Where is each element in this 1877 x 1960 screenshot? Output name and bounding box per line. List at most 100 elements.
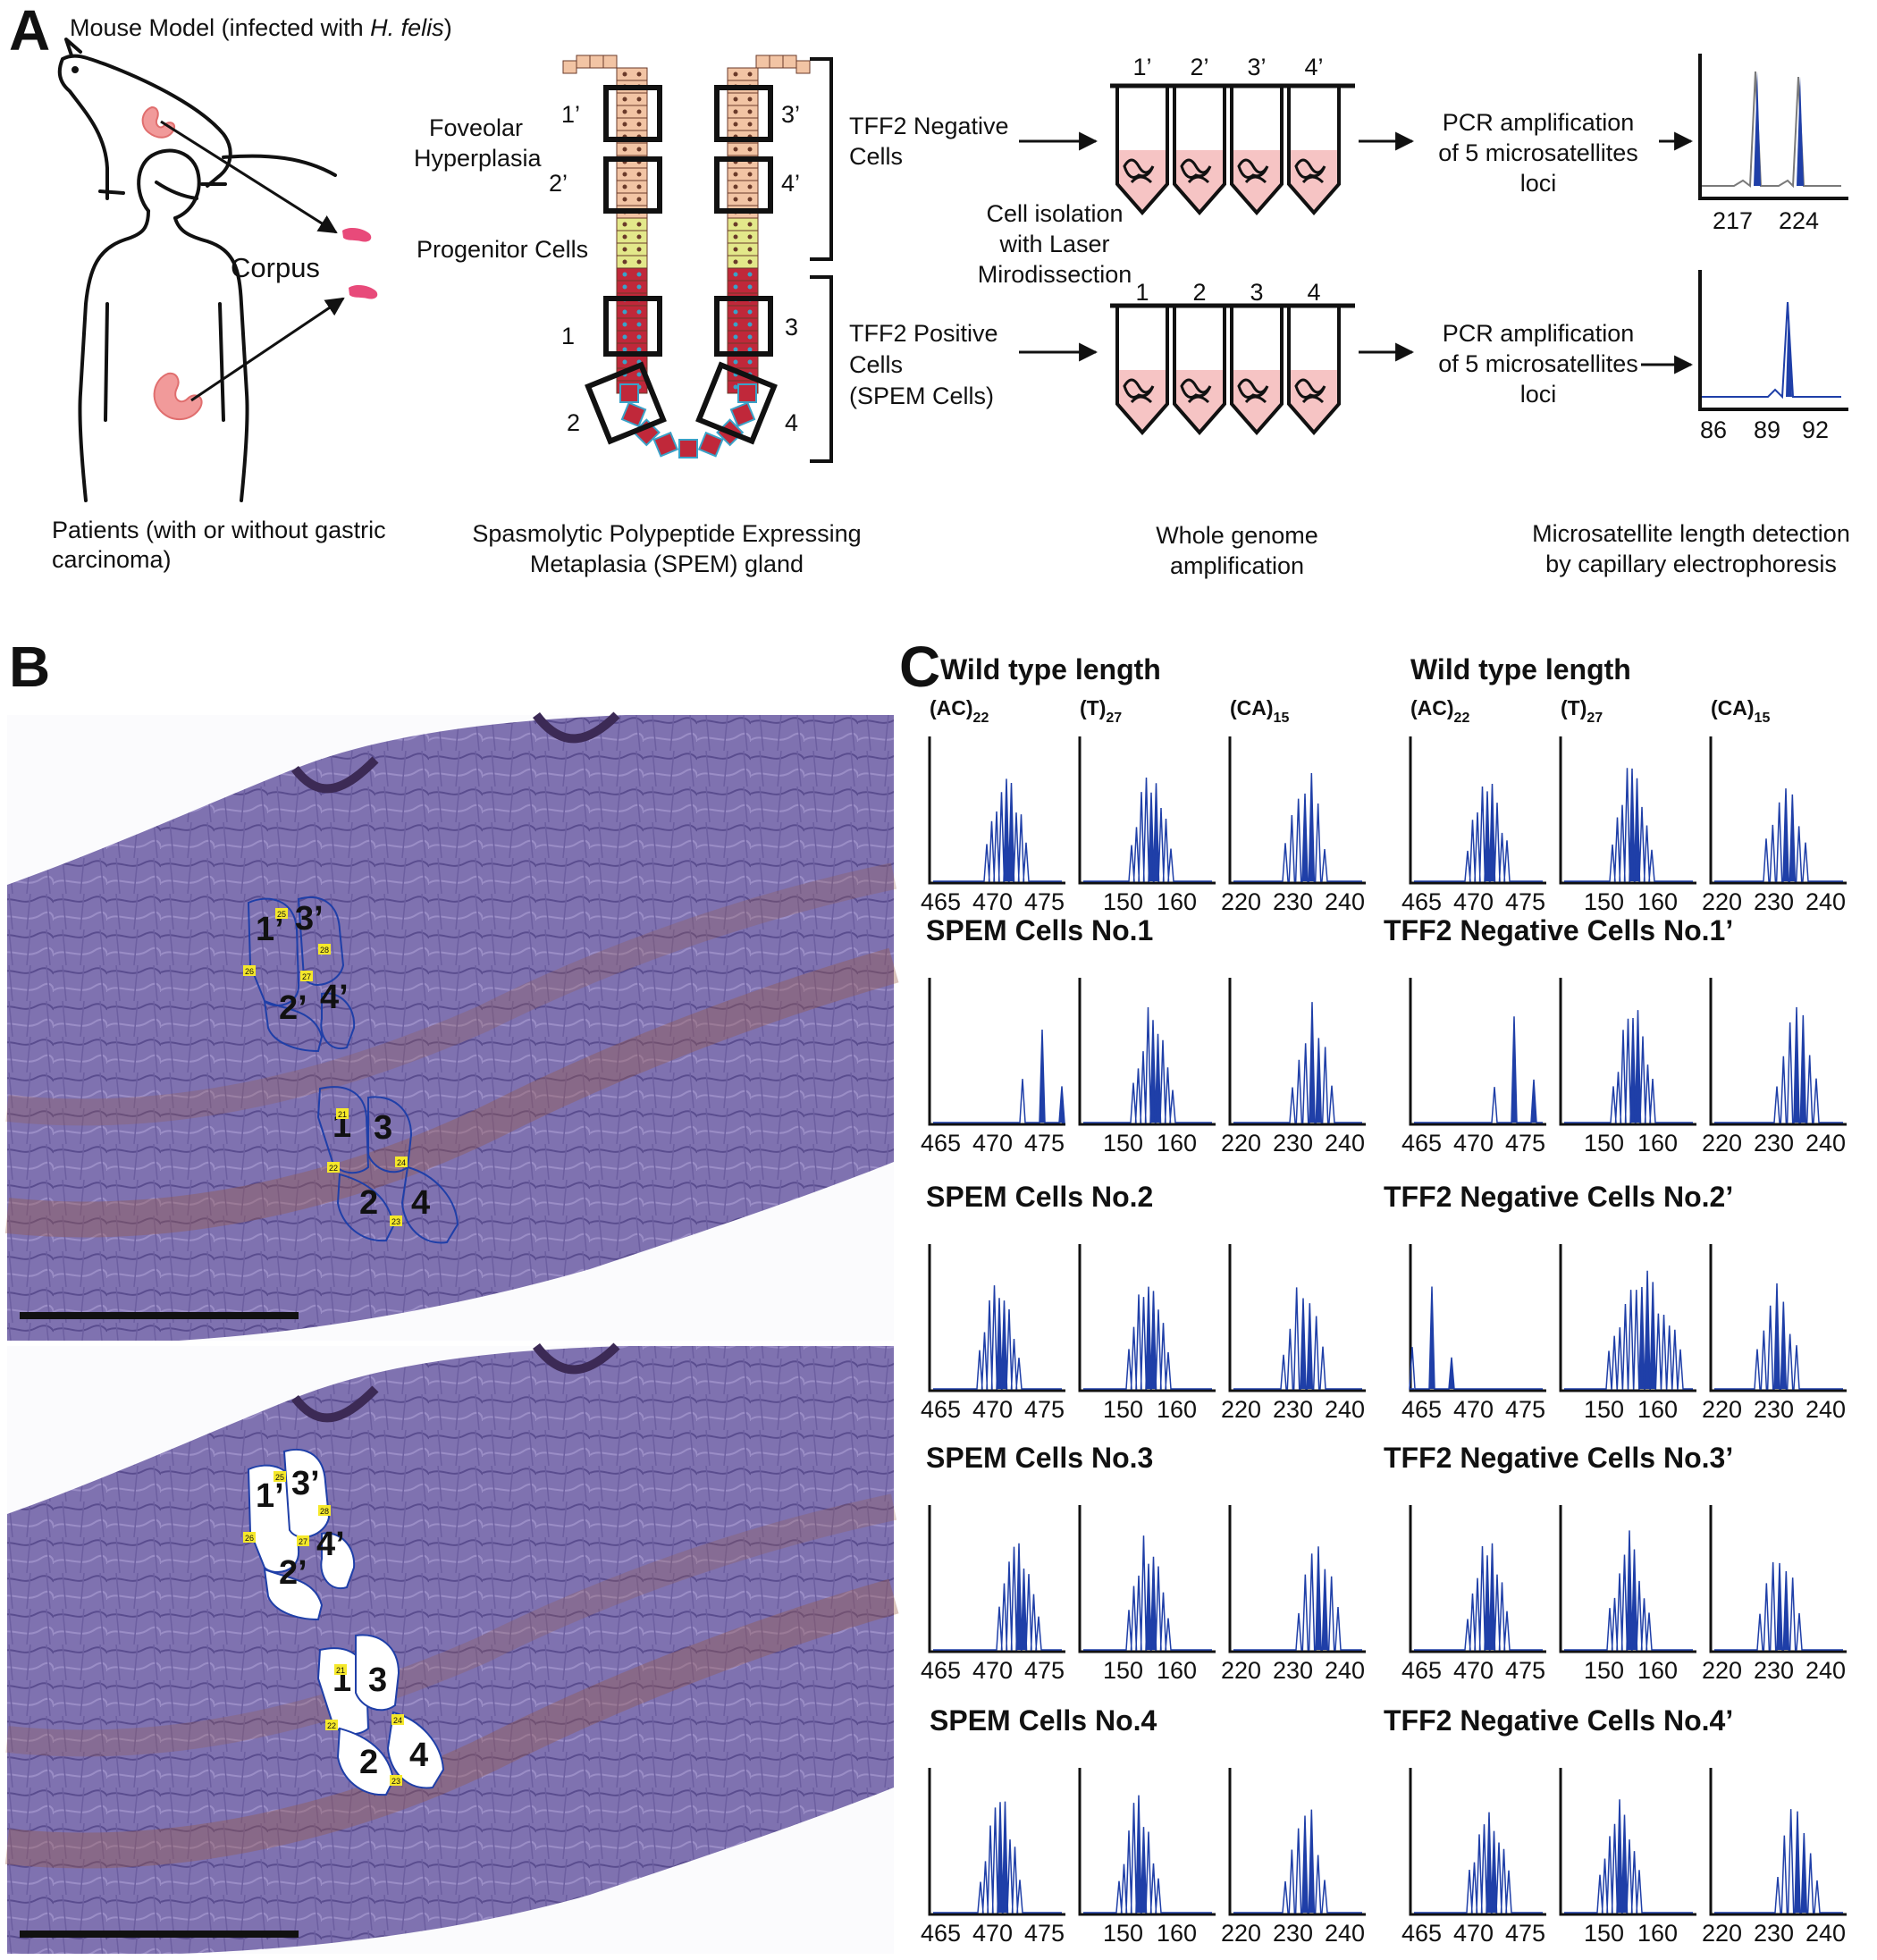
tick-label: 240: [1325, 888, 1365, 915]
pcr-tube-icon: [1173, 88, 1226, 216]
tick-label: 240: [1805, 1657, 1846, 1684]
tick-label: 465: [1401, 1657, 1442, 1684]
tick-label: 230: [1754, 888, 1794, 915]
electropherogram-mini: [1709, 736, 1847, 885]
region-label-3-bottom: 3: [368, 1661, 387, 1699]
region-label-4-bottom: 4: [409, 1737, 428, 1774]
pcr-tube-icon: [1115, 88, 1169, 216]
region-label-4prime-bottom: 4’: [316, 1526, 345, 1563]
marker-label: (AC)22: [930, 696, 989, 726]
svg-text:28: 28: [320, 946, 329, 955]
tick-label: 475: [1505, 888, 1545, 915]
svg-text:22: 22: [329, 1164, 338, 1173]
svg-text:24: 24: [393, 1716, 402, 1725]
electropherogram-mini: [1559, 736, 1696, 885]
tick-label: 475: [1024, 1396, 1065, 1423]
region-tags: 25 26 27 28 21 22 23 24 25 26 27 28 21 2…: [243, 908, 408, 1786]
progenitor-label: Progenitor Cells: [417, 236, 588, 263]
tick-label: 465: [921, 1130, 961, 1157]
svg-text:27: 27: [299, 1537, 307, 1546]
region-label-3prime-bottom: 3’: [291, 1465, 320, 1502]
electropherogram-mini: [1559, 978, 1696, 1126]
pcr-tube-icon: [1230, 88, 1284, 216]
panel-c-header: SPEM Cells No.3: [926, 1442, 1153, 1474]
electropherogram-mini: [1078, 1244, 1216, 1392]
pcr-tube-icon: [1173, 307, 1226, 436]
arrow-icon-human: [190, 297, 345, 402]
marker-label: (CA)15: [1711, 696, 1770, 726]
tick-label: 470: [972, 1657, 1013, 1684]
box-label-2prime: 2’: [549, 170, 568, 197]
tick-label: 160: [1637, 1130, 1678, 1157]
electropherogram-mini: [1559, 1244, 1696, 1392]
tick-label: 240: [1325, 1396, 1365, 1423]
tick-label: 230: [1273, 1130, 1313, 1157]
tick-label: 150: [1103, 1657, 1143, 1684]
electropherogram-mini: [1228, 1768, 1366, 1916]
svg-text:21: 21: [338, 1110, 347, 1119]
mouse-stomach-icon: [141, 105, 175, 139]
svg-text:21: 21: [336, 1666, 345, 1675]
tick-label: 160: [1637, 1396, 1678, 1423]
tick-label: 230: [1754, 1396, 1794, 1423]
tick-label: 150: [1584, 1396, 1624, 1423]
micrograph-before: [4, 711, 899, 1341]
scale-bar-top: [20, 1312, 299, 1319]
tube-label-2prime: 2’: [1190, 54, 1208, 80]
tick-label: 150: [1103, 888, 1143, 915]
panel-c-header: SPEM Cells No.4: [930, 1704, 1157, 1737]
tick-label: 240: [1805, 1920, 1846, 1947]
tube-label-1: 1: [1135, 279, 1149, 306]
electropherogram-mini: [1078, 736, 1216, 885]
electropherogram-mini: [1559, 1505, 1696, 1653]
tick-label: 160: [1157, 888, 1197, 915]
panel-c-header: SPEM Cells No.2: [926, 1181, 1153, 1213]
electropherogram-mini: [928, 1244, 1065, 1392]
box-4prime: [714, 156, 773, 214]
tube-label-2: 2: [1192, 279, 1206, 306]
tick-label: 160: [1637, 1657, 1678, 1684]
svg-text:26: 26: [245, 967, 254, 976]
tick-label: 160: [1157, 1130, 1197, 1157]
tick-label: 240: [1805, 1130, 1846, 1157]
box-2: [585, 361, 667, 445]
electro-tick-224: 224: [1779, 207, 1819, 234]
mouse-model-label: Mouse Model (infected with H. felis): [70, 14, 452, 41]
electropherogram-mini: [1709, 1505, 1847, 1653]
electro-tick-89: 89: [1754, 416, 1780, 443]
electro-tick-86: 86: [1700, 416, 1727, 443]
tick-label: 475: [1024, 1920, 1065, 1947]
tick-label: 240: [1325, 1130, 1365, 1157]
box-4: [695, 361, 778, 445]
electropherogram-mini: [928, 978, 1065, 1126]
tick-label: 475: [1505, 1396, 1545, 1423]
gland-cells: [562, 55, 811, 458]
tick-label: 150: [1103, 1396, 1143, 1423]
tick-label: 475: [1505, 1657, 1545, 1684]
tube-label-1prime: 1’: [1132, 54, 1151, 80]
region-label-2-top: 2: [359, 1184, 378, 1222]
tick-label: 240: [1805, 888, 1846, 915]
tick-label: 150: [1584, 1657, 1624, 1684]
tick-label: 465: [921, 1396, 961, 1423]
box-label-3: 3: [785, 314, 798, 341]
marker-label: (AC)22: [1410, 696, 1469, 726]
tick-label: 220: [1221, 1130, 1261, 1157]
tick-label: 240: [1805, 1396, 1846, 1423]
peak: [1797, 77, 1804, 186]
tube-label-3prime: 3’: [1247, 54, 1266, 80]
tick-label: 230: [1273, 1920, 1313, 1947]
lcm-cut-regions-after: [247, 1448, 445, 1796]
electropherogram-mini: [1228, 1505, 1366, 1653]
tick-label: 475: [1505, 1130, 1545, 1157]
electropherogram-mini: [1709, 1244, 1847, 1392]
panel-c-header: TFF2 Negative Cells No.2’: [1384, 1181, 1733, 1213]
mouse-icon: [57, 38, 337, 200]
